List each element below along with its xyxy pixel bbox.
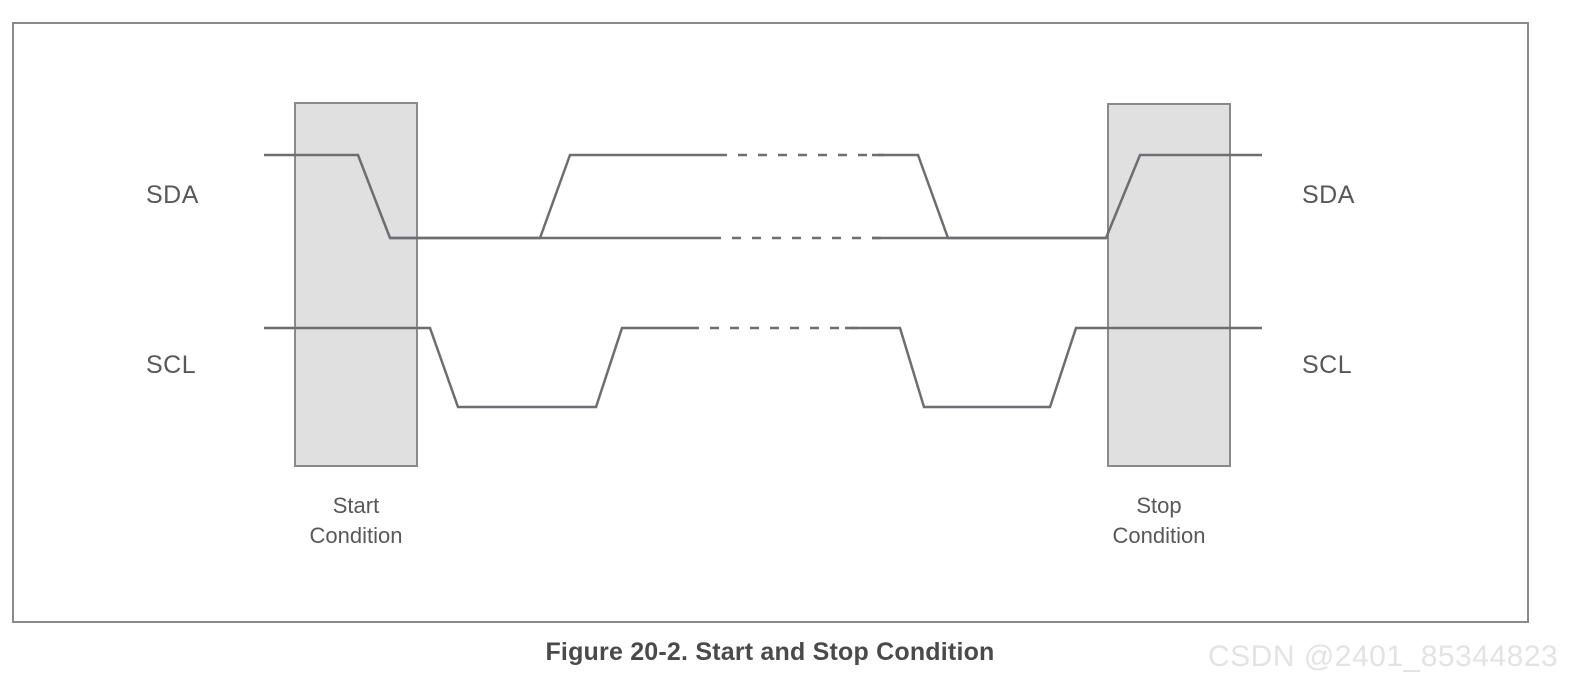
figure-caption: Figure 20-2. Start and Stop Condition	[545, 638, 995, 666]
timing-diagram-svg	[264, 102, 1262, 467]
stop-condition-label-line1: Stop	[1136, 493, 1182, 518]
scl-label-left: SCL	[146, 351, 197, 379]
watermark-text: CSDN @2401_85344823	[1208, 640, 1559, 673]
stop-condition-label-line2: Condition	[1112, 523, 1206, 548]
sda-label-left: SDA	[146, 181, 199, 209]
start-condition-label: Start Condition	[310, 491, 403, 551]
figure-border	[12, 22, 1529, 623]
scl-waveform-right	[845, 326, 1262, 409]
scl-label-right: SCL	[1302, 351, 1353, 379]
start-condition-box	[294, 102, 418, 467]
start-condition-label-line2: Condition	[309, 523, 403, 548]
stop-condition-label: Stop Condition	[1113, 491, 1206, 551]
scl-waveform-left	[264, 326, 690, 409]
stop-condition-box	[1107, 103, 1231, 467]
start-condition-label-line1: Start	[332, 493, 380, 518]
sda-label-right: SDA	[1302, 181, 1355, 209]
